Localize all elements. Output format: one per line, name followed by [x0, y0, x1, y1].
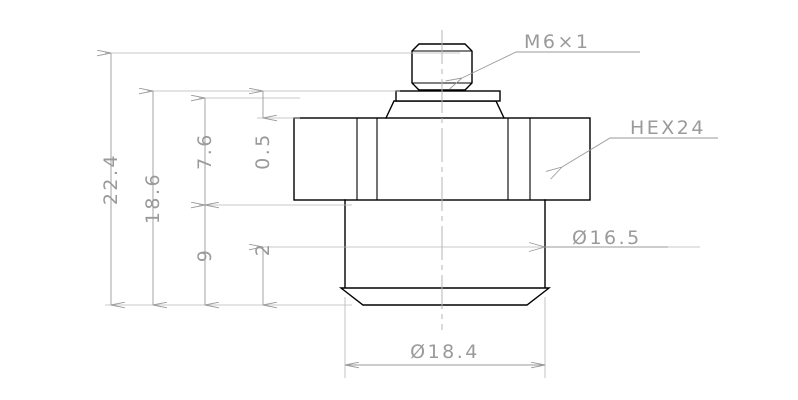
- horizontal-dimension-texts: Ø18.4: [410, 341, 480, 363]
- washer-plate-outline: [395, 90, 501, 102]
- dim-text-18-4: Ø18.4: [410, 341, 480, 363]
- dim-text-0-5: 0.5: [252, 132, 274, 170]
- dim-text-18-6: 18.6: [142, 172, 164, 224]
- leader-thread: [445, 51, 640, 90]
- label-dia-16-5: Ø16.5: [572, 227, 642, 249]
- neck-outline: [385, 100, 505, 119]
- vertical-dimension-texts: 22.4 18.6 7.6 9 0.5 2: [100, 132, 274, 262]
- extension-lines: [105, 52, 700, 378]
- leader-label-texts: M6×1 HEX24 Ø16.5: [524, 31, 706, 249]
- dim-text-2: 2: [252, 242, 274, 257]
- label-thread-m6: M6×1: [524, 31, 591, 53]
- vertical-dimension-lines: [111, 53, 263, 305]
- leader-hex: [545, 137, 718, 180]
- shank-outline: [344, 199, 546, 289]
- leader-lines: [445, 51, 718, 252]
- flange-outline: [338, 287, 552, 306]
- hex-facet-lines: [356, 118, 531, 200]
- dim-text-22-4: 22.4: [100, 153, 122, 205]
- dim-text-9: 9: [194, 248, 216, 263]
- dim-text-7-6: 7.6: [194, 132, 216, 170]
- label-hex24: HEX24: [630, 117, 706, 139]
